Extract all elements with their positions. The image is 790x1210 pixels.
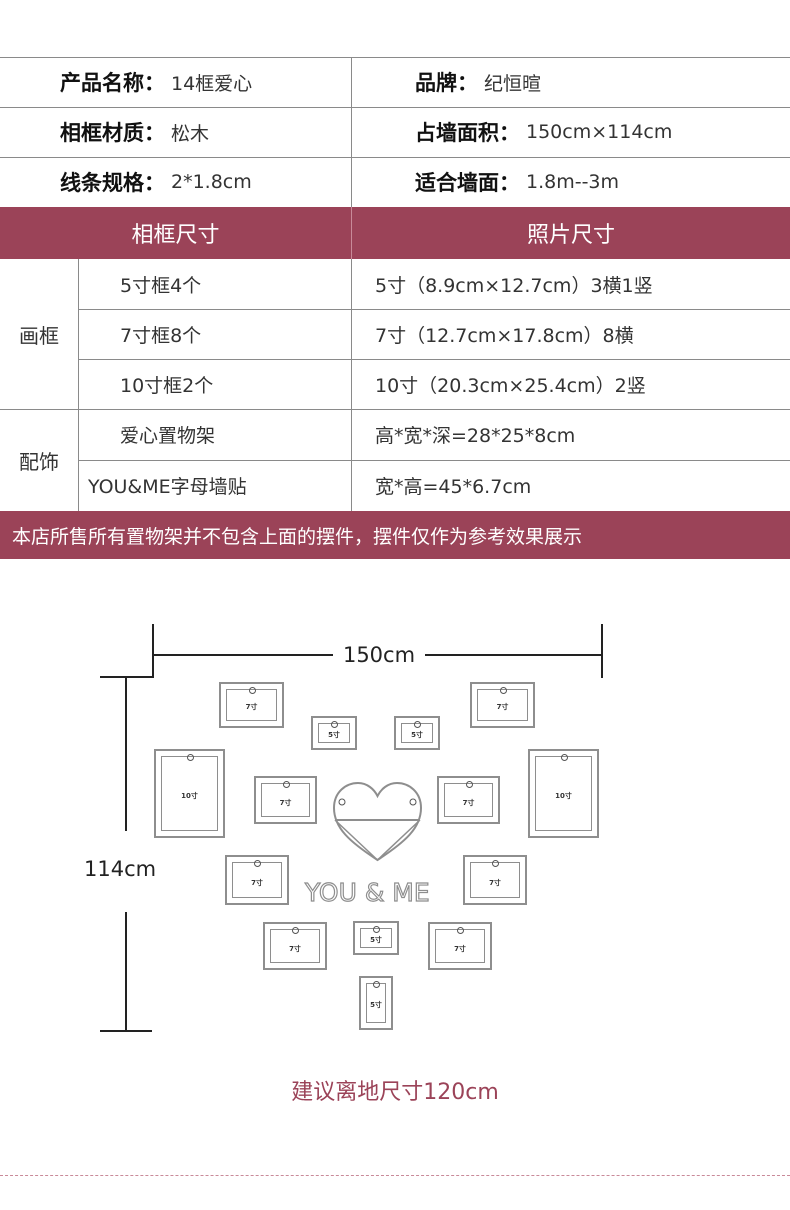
spec-material: 相框材质： 松木 <box>60 107 209 157</box>
frame-7-mid-left: 7寸 <box>254 776 317 824</box>
heart-shelf-icon <box>332 781 423 862</box>
frame-7-mid-right: 7寸 <box>437 776 500 824</box>
frame-row-7-photo: 7寸（12.7cm×17.8cm）8横 <box>375 324 634 347</box>
product-name-value: 14框爱心 <box>171 72 253 95</box>
photo-size-heading: 照片尺寸 <box>526 223 615 248</box>
wall-area-value: 150cm×114cm <box>526 121 673 143</box>
wall-fit-label: 适合墙面： <box>415 171 520 195</box>
frame-5-center: 5寸 <box>353 921 399 955</box>
frame-7-bottom-right: 7寸 <box>428 922 492 970</box>
spec-line-spec: 线条规格： 2*1.8cm <box>60 157 252 207</box>
frame-5-bottom-vertical: 5寸 <box>359 976 393 1030</box>
material-label: 相框材质： <box>60 121 165 145</box>
decor-row-shelf-size: 高*宽*深=28*25*8cm <box>375 425 576 447</box>
spec-product-name: 产品名称： 14框爱心 <box>60 57 252 107</box>
line-spec-value: 2*1.8cm <box>171 171 252 193</box>
frame-7-lower-left: 7寸 <box>225 855 289 905</box>
wall-area-label: 占墙面积： <box>415 121 520 145</box>
line-spec-label: 线条规格： <box>60 171 165 195</box>
frame-7-lower-right: 7寸 <box>463 855 527 905</box>
frame-7-bottom-left: 7寸 <box>263 922 327 970</box>
wall-fit-value: 1.8m--3m <box>526 171 620 193</box>
width-dimension-label: 150cm <box>342 643 416 667</box>
decor-row-sticker-item: YOU&ME字母墙贴 <box>88 476 247 498</box>
spec-wall-fit: 适合墙面： 1.8m--3m <box>415 157 619 207</box>
frame-row-5-photo: 5寸（8.9cm×12.7cm）3横1竖 <box>375 274 653 297</box>
frames-group-label: 画框 <box>19 323 59 348</box>
height-dimension-label: 114cm <box>84 857 157 881</box>
spec-wall-area: 占墙面积： 150cm×114cm <box>415 107 672 157</box>
notice-band: 本店所售所有置物架并不包含上面的摆件，摆件仅作为参考效果展示 <box>0 511 790 559</box>
frame-7-top-left: 7寸 <box>219 682 284 728</box>
dashed-separator <box>0 1175 790 1176</box>
frame-5-top-right: 5寸 <box>394 716 440 750</box>
product-name-label: 产品名称： <box>60 71 165 95</box>
spec-brand: 品牌： 纪恒暄 <box>415 57 541 107</box>
brand-value: 纪恒暄 <box>484 72 542 95</box>
frame-10-left: 10寸 <box>154 749 225 838</box>
you-and-me-letters: YOU & ME <box>304 877 430 907</box>
frame-size-heading: 相框尺寸 <box>131 223 220 248</box>
frame-row-10-photo: 10寸（20.3cm×25.4cm）2竖 <box>375 374 646 397</box>
decor-row-sticker-size: 宽*高=45*6.7cm <box>375 476 532 498</box>
decor-group-label: 配饰 <box>19 449 59 474</box>
frame-10-right: 10寸 <box>528 749 599 838</box>
recommended-height-text: 建议离地尺寸120cm <box>291 1080 499 1105</box>
brand-label: 品牌： <box>415 71 478 95</box>
frame-row-7-label: 7寸框8个 <box>120 324 202 347</box>
frame-row-5-label: 5寸框4个 <box>120 274 202 297</box>
frame-5-top-left: 5寸 <box>311 716 357 750</box>
size-header-band: 相框尺寸 照片尺寸 <box>0 207 790 259</box>
frame-7-top-right: 7寸 <box>470 682 535 728</box>
frame-row-10-label: 10寸框2个 <box>120 374 214 397</box>
decor-row-shelf-item: 爱心置物架 <box>120 425 216 447</box>
material-value: 松木 <box>171 122 210 145</box>
notice-text: 本店所售所有置物架并不包含上面的摆件，摆件仅作为参考效果展示 <box>12 525 583 548</box>
